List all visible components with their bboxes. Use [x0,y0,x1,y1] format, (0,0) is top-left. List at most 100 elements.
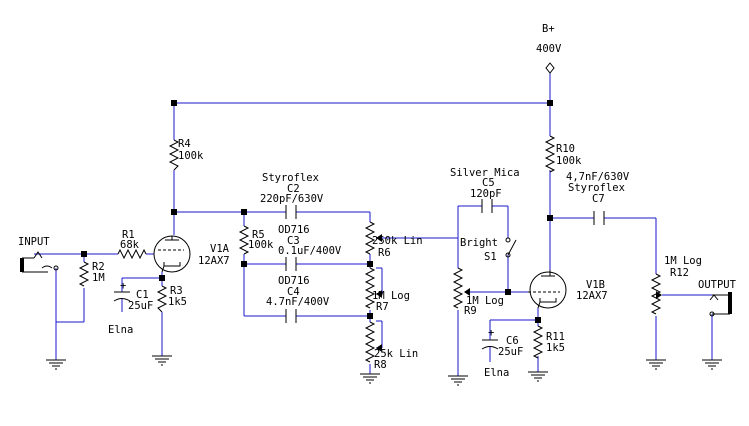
c7-value: 4,7nF/630V [566,171,630,183]
supply-terminal [545,62,555,74]
ground-symbol-output [702,359,722,370]
c3-brand: OD716 [278,224,310,236]
v1a-ref: V1A [210,243,230,255]
potentiometer-r6 [364,221,376,255]
switch-s1 [505,237,517,258]
capacitor-c1 [113,291,131,302]
junction-dot-v1a-cathode [159,275,165,281]
r9-ref: R9 [464,305,477,317]
junction-dot-r7-top [367,261,373,267]
junction-dot-v1a-plate [171,209,177,215]
potentiometer-r9 [452,267,464,309]
resistor-r1 [117,248,147,260]
junction-dot-v1b-grid [505,289,511,295]
c2-value: 220pF/630V [260,193,324,205]
c4-brand: OD716 [278,275,310,287]
c3-value: 0.1uF/400V [278,245,342,257]
r8-ref: R8 [374,359,387,371]
r8-value: 25k Lin [374,348,418,360]
output-jack [709,292,732,317]
junction-dot-input [81,251,87,257]
r9-value: 1M Log [466,295,504,307]
v1b-type: 12AX7 [576,290,608,302]
r3-ref: R3 [170,285,183,297]
r7-value: 1M Log [372,290,410,302]
r4-ref: R4 [178,138,191,150]
r7-wiper-arrow [376,290,382,298]
ground-symbol-tonestack [360,373,380,384]
c6-polarity: + [488,327,494,339]
potentiometer-r8 [364,321,376,363]
resistor-r3 [156,285,168,313]
c4-ref: C4 [287,286,300,298]
c1-ref: C1 [136,289,149,301]
r2-value: 1M [92,272,105,284]
r6-value: 250k Lin [372,235,423,247]
c6-ref: C6 [506,335,519,347]
ground-symbol-input [46,359,66,370]
r7-ref: R7 [376,301,389,313]
r4-value: 100k [178,150,204,162]
c1-brand: Elna [108,324,133,336]
s1-function: Bright [460,237,498,249]
v1a-type: 12AX7 [198,255,230,267]
r8-wiper-arrow [376,344,382,352]
resistor-r2 [78,261,90,287]
junction-dot-bplus [547,100,553,106]
junction-dot-v1b-cathode [535,317,541,323]
r5-ref: R5 [252,229,265,241]
supply-voltage-label: 400V [536,43,562,55]
v1b-ref: V1B [586,279,605,291]
c5-value: 120pF [470,188,502,200]
c1-polarity: + [120,280,126,292]
c4-value: 4.7nF/400V [266,296,330,308]
capacitor-c3 [285,257,297,271]
capacitor-c2 [285,205,297,219]
capacitor-c5 [481,199,493,213]
r9-wiper-arrow [464,288,470,296]
r12-ref: R12 [670,267,689,279]
junction-dot-v1b-plate [547,215,553,221]
junction-dot-r4-top [171,100,177,106]
c6-brand: Elna [484,367,509,379]
c2-ref: C2 [287,183,300,195]
ground-symbol-v1b [528,371,548,382]
c7-brand: Styroflex [568,182,625,194]
capacitor-c4 [285,309,297,323]
resistor-r11 [532,325,544,359]
input-jack [20,251,59,273]
r5-value: 100k [248,239,274,251]
r6-wiper-arrow [376,234,382,242]
r12-wiper-arrow [656,291,662,299]
c5-ref: C5 [482,177,495,189]
c2-brand: Styroflex [262,172,319,184]
tube-v1b [528,270,567,309]
capacitor-c6 [481,339,499,350]
r12-value: 1M Log [664,255,702,267]
wires [34,73,713,376]
s1-ref: S1 [484,251,497,263]
r2-ref: R2 [92,261,105,273]
output-label: OUTPUT [698,279,737,291]
tube-v1a [153,235,191,273]
supply-name-label: B+ [542,23,555,35]
r11-ref: R11 [546,331,565,343]
c5-brand: Silver Mica [450,167,520,179]
resistor-r10 [544,135,556,173]
junction-dot-r5-top [241,209,247,215]
r1-value: 68k [120,239,140,251]
resistor-r5 [238,225,250,255]
junction-dot-c3-left [241,261,247,267]
r10-ref: R10 [556,143,575,155]
r6-ref: R6 [378,247,391,259]
input-label: INPUT [18,236,50,248]
capacitor-c7 [593,211,605,225]
ground-symbol-r9 [448,375,468,386]
junction-dot-r8-top [367,313,373,319]
r11-value: 1k5 [546,342,565,354]
r10-value: 100k [556,155,582,167]
ground-symbol-v1a [152,355,172,366]
c1-value: 25uF [128,300,153,312]
